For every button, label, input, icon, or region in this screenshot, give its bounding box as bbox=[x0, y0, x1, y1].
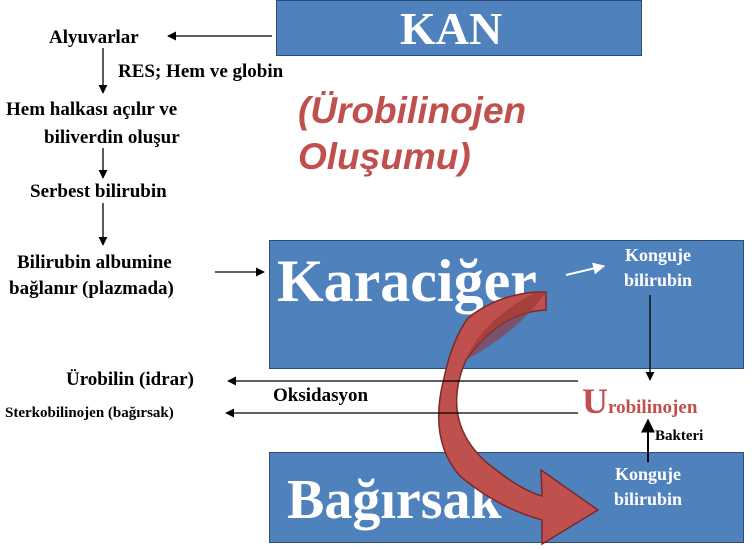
konjuge-top-line-1: Konguje bbox=[624, 245, 691, 265]
sterkobilinojen-label: Sterkobilinojen (bağırsak) bbox=[5, 405, 174, 421]
urobilinojen-rest: robilinojen bbox=[608, 397, 698, 418]
title-line-2: Oluşumu) bbox=[298, 136, 471, 178]
curved-flow-arrow bbox=[437, 291, 600, 546]
urobilinojen-label: Urobilinojen bbox=[582, 380, 697, 422]
konjuge-top-label: Konguje bilirubin bbox=[608, 243, 708, 293]
konjuge-bottom-line-1: Konguje bbox=[614, 464, 681, 484]
serbest-bilirubin-label: Serbest bilirubin bbox=[30, 181, 167, 202]
hem-line-1: Hem halkası açılır ve bbox=[6, 99, 178, 120]
hem-label: Hem halkası açılır ve biliverdin oluşur bbox=[6, 96, 180, 152]
kan-box bbox=[276, 0, 642, 56]
albumin-line-2: bağlanır (plazmada) bbox=[9, 278, 174, 299]
albumin-label: Bilirubin albumine bağlanır (plazmada) bbox=[9, 250, 174, 302]
kan-label: KAN bbox=[400, 3, 503, 54]
albumin-line-1: Bilirubin albumine bbox=[17, 252, 172, 273]
diagram-title: (Ürobilinojen Oluşumu) bbox=[298, 88, 526, 181]
hem-line-2: biliverdin oluşur bbox=[44, 127, 180, 148]
urobilin-label: Ürobilin (idrar) bbox=[66, 369, 194, 390]
curved-flow-arrow-top bbox=[466, 292, 546, 360]
konjuge-top-line-2: bilirubin bbox=[623, 270, 693, 290]
urobilinojen-first-letter: U bbox=[582, 381, 608, 421]
konjuge-bottom-label: Konguje bilirubin bbox=[598, 462, 698, 512]
bakteri-label: Bakteri bbox=[655, 428, 704, 444]
konjuge-bottom-line-2: bilirubin bbox=[613, 489, 683, 509]
title-line-1: (Ürobilinojen bbox=[298, 90, 527, 131]
arrow-karaciger-to-konjuge bbox=[565, 262, 606, 276]
oksidasyon-label: Oksidasyon bbox=[273, 385, 369, 406]
res-label: RES; Hem ve globin bbox=[118, 61, 284, 82]
alyuvarlar-label: Alyuvarlar bbox=[49, 27, 139, 48]
